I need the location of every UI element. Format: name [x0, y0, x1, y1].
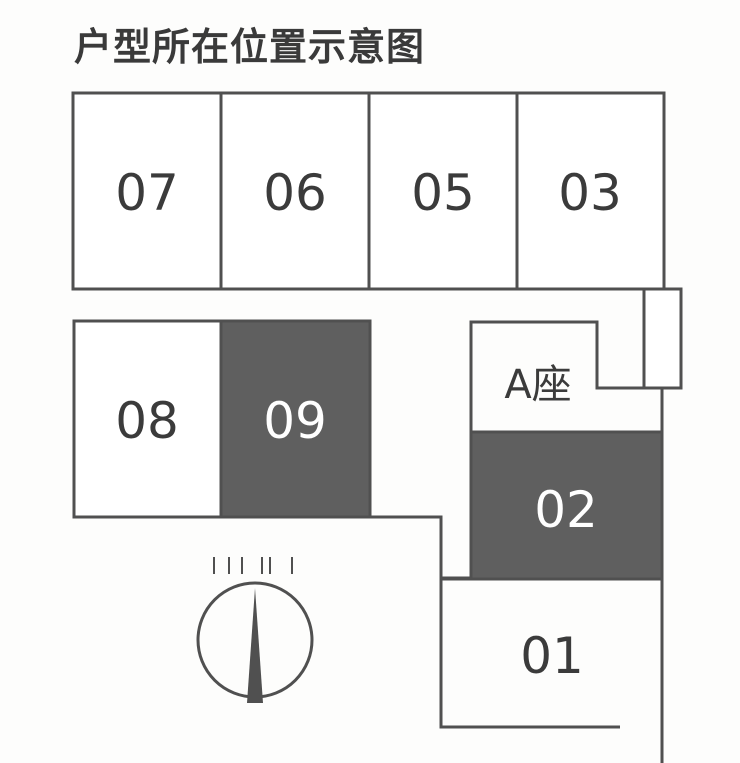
unit-07-label: 07 — [115, 164, 179, 222]
unit-08[interactable]: 08 — [72, 319, 223, 519]
north-arrow-compass-icon — [196, 557, 314, 703]
unit-05-label: 05 — [411, 164, 475, 222]
unit-03-label: 03 — [558, 164, 622, 222]
unit-09[interactable]: 09 — [219, 319, 372, 519]
corridor-wall — [74, 515, 471, 580]
unit-09-label: 09 — [263, 392, 327, 450]
unit-02-label: 02 — [534, 481, 598, 539]
unit-02[interactable]: 02 — [469, 430, 664, 581]
page-title: 户型所在位置示意图 — [74, 25, 426, 69]
unit-03[interactable]: 03 — [515, 91, 666, 291]
block-a-outline — [469, 320, 644, 578]
unit-06[interactable]: 06 — [219, 91, 371, 291]
unit-05[interactable]: 05 — [367, 91, 519, 291]
unit-08-label: 08 — [115, 392, 179, 450]
unit-01-label: 01 — [520, 627, 584, 685]
shaft — [642, 287, 683, 390]
block-a-label: A座 — [504, 362, 571, 408]
unit-06-label: 06 — [263, 164, 327, 222]
unit-07[interactable]: 07 — [71, 91, 223, 291]
unit-01[interactable]: 01 — [439, 577, 662, 729]
